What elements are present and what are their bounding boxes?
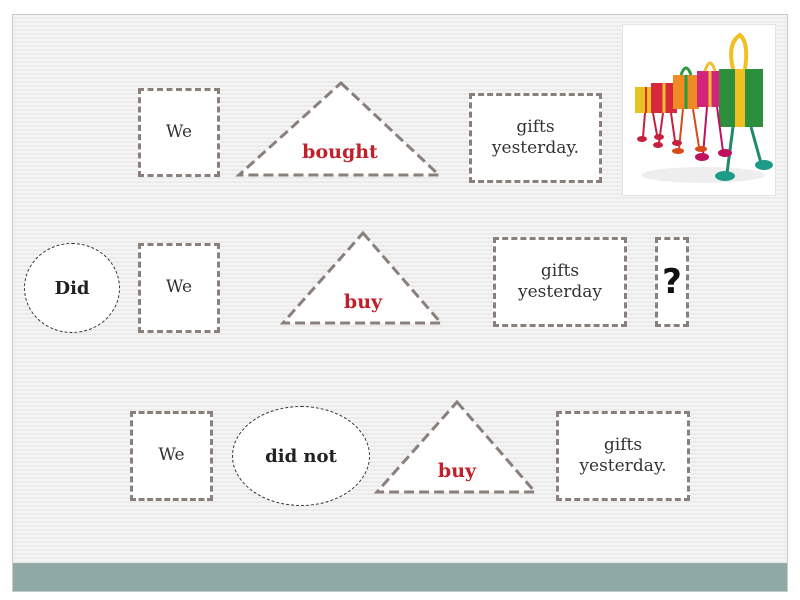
row3-verb-text: buy [437, 460, 477, 482]
row3-object-line2: yesterday. [579, 456, 667, 476]
row2-subject-box: We [138, 243, 220, 333]
row2-object-line1: gifts [540, 260, 580, 281]
row2-subject-text: We [165, 277, 193, 298]
row2-object-line2: yesterday [517, 282, 603, 302]
row1-object-box: gifts yesterday. [469, 93, 602, 183]
row2-auxiliary-text: Did [54, 277, 90, 299]
row2-auxiliary-oval: Did [24, 243, 120, 333]
row3-subject-text: We [158, 445, 185, 466]
row2-verb-text: buy [343, 291, 383, 313]
row2-object-box: gifts yesterday [493, 237, 627, 327]
row1-object-line2: yesterday. [491, 138, 580, 158]
question-mark-text: ? [662, 261, 682, 302]
row3-object-box: gifts yesterday. [556, 411, 690, 501]
row3-object-line1: gifts [603, 434, 643, 455]
row3-negation-oval: did not [232, 406, 370, 506]
row2-verb-triangle [279, 230, 445, 325]
walking-gift-boxes-icon [635, 32, 773, 183]
row1-subject-text: We [165, 121, 193, 142]
bottom-bar [13, 563, 787, 591]
row3-negation-text: did not [265, 445, 337, 467]
slide: We bought gifts yesterday. [12, 14, 788, 592]
row1-verb-triangle [235, 80, 443, 177]
row1-object-line1: gifts [516, 116, 555, 137]
row3-verb-triangle [373, 399, 539, 494]
row2-punctuation-box: ? [655, 237, 689, 327]
row1-subject-box: We [138, 88, 220, 177]
row3-subject-box: We [130, 411, 213, 501]
gift-boxes-image [622, 24, 776, 196]
row1-verb-text: bought [302, 141, 378, 163]
